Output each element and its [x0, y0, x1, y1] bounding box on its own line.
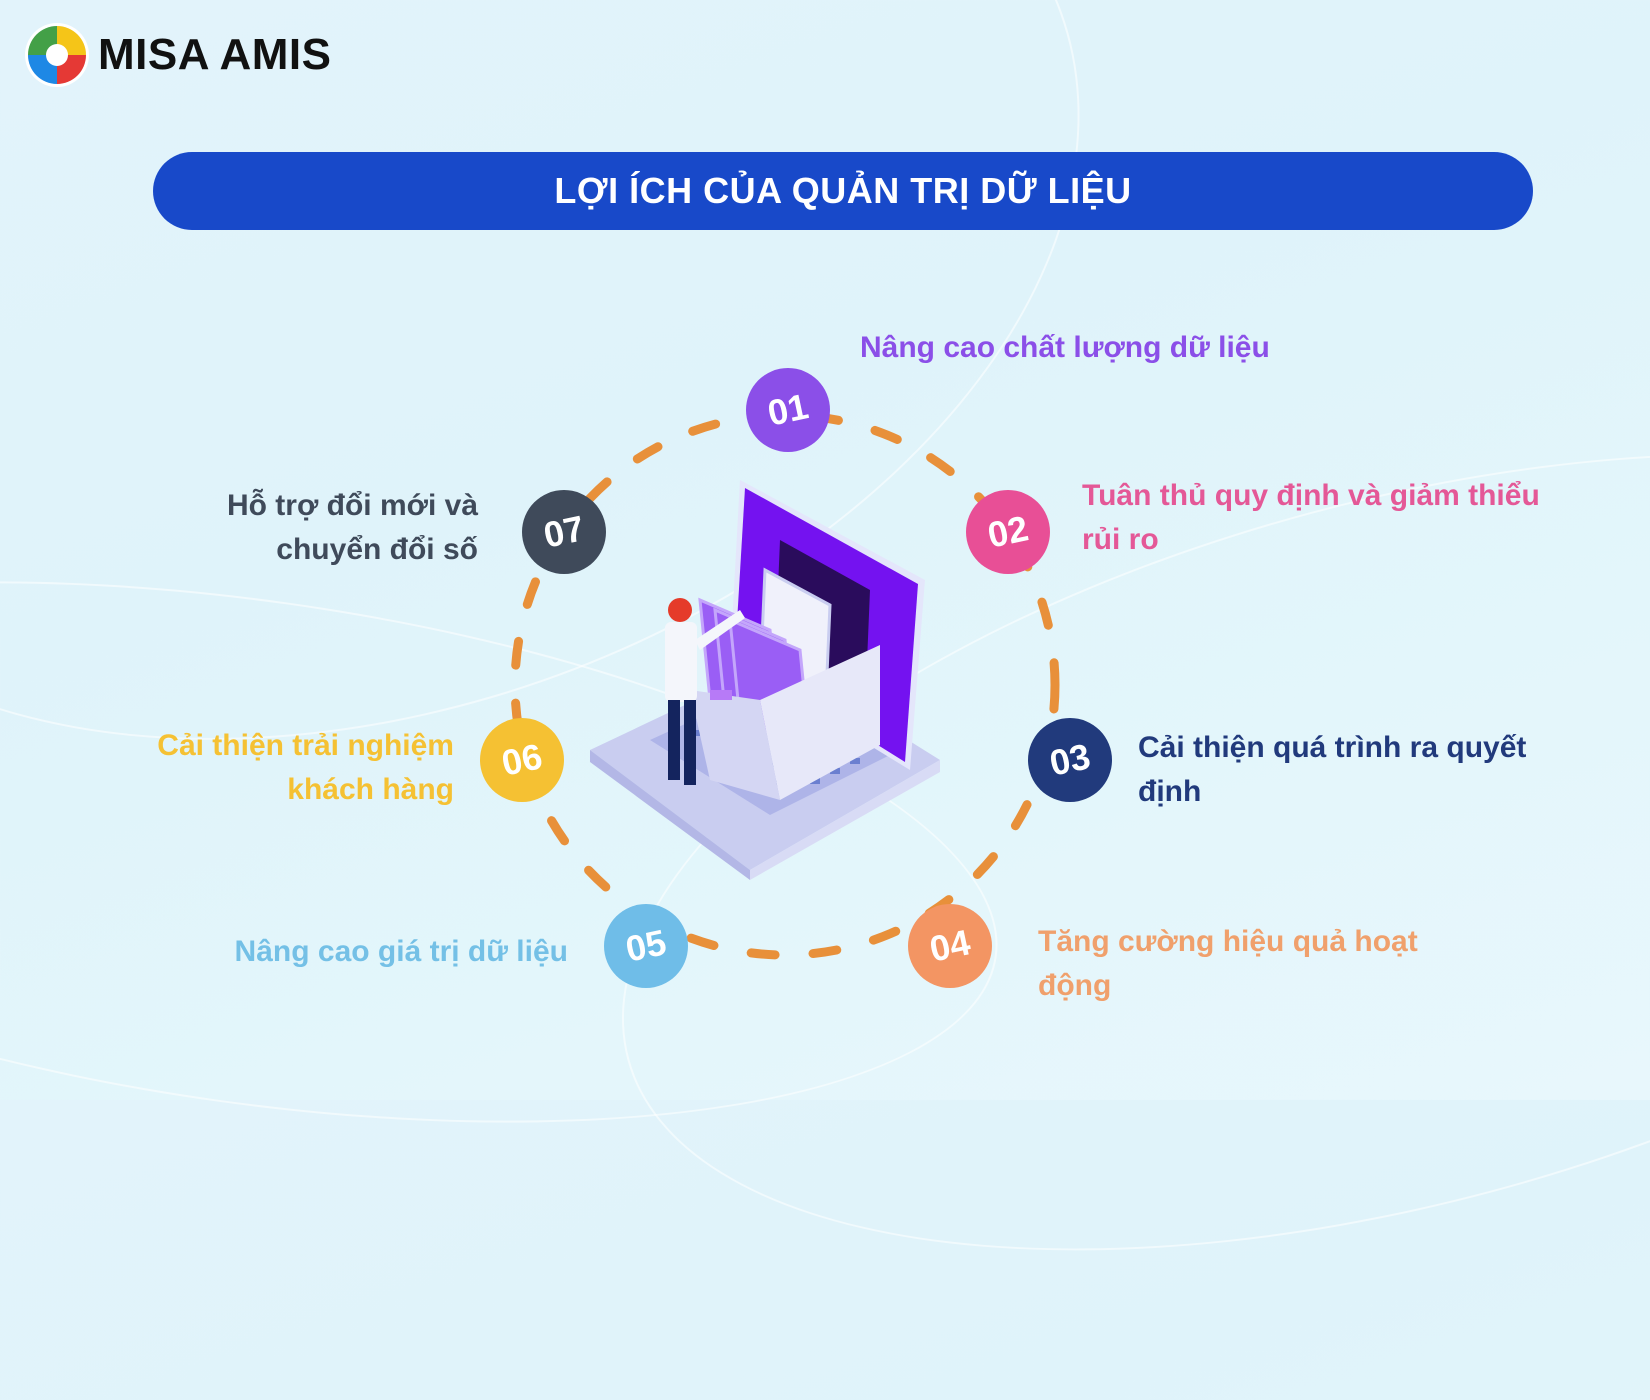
benefit-badge-02: 02 — [966, 490, 1050, 574]
benefit-label-03: Cải thiện quá trình ra quyết định — [1138, 726, 1526, 814]
benefit-label-05: Nâng cao giá trị dữ liệu — [235, 930, 568, 974]
title-banner: LỢI ÍCH CỦA QUẢN TRỊ DỮ LIỆU — [153, 152, 1533, 230]
dashed-ring — [510, 410, 1060, 960]
benefit-badge-03: 03 — [1028, 718, 1112, 802]
badge-number: 07 — [540, 507, 588, 556]
benefit-text-line1: Cải thiện trải nghiệm — [157, 729, 454, 762]
benefit-text-line2: khách hàng — [287, 773, 454, 806]
benefit-text-line1: Tăng cường hiệu quả hoạt — [1038, 925, 1418, 958]
benefit-badge-07: 07 — [522, 490, 606, 574]
benefit-text: Nâng cao chất lượng dữ liệu — [860, 331, 1270, 364]
benefit-text-line1: Cải thiện quá trình ra quyết — [1138, 731, 1527, 764]
benefit-badge-06: 06 — [480, 718, 564, 802]
benefit-label-07: Hỗ trợ đổi mới và chuyển đổi số — [227, 484, 478, 572]
badge-number: 02 — [984, 507, 1032, 556]
benefit-label-04: Tăng cường hiệu quả hoạt động — [1038, 920, 1418, 1008]
misa-amis-logo-icon — [28, 26, 86, 84]
page-title: LỢI ÍCH CỦA QUẢN TRỊ DỮ LIỆU — [554, 170, 1132, 211]
badge-number: 01 — [764, 385, 812, 434]
benefit-text-line1: Tuân thủ quy định và giảm thiểu — [1082, 479, 1540, 512]
badge-number: 06 — [498, 735, 546, 784]
benefit-badge-01: 01 — [746, 368, 830, 452]
benefit-label-02: Tuân thủ quy định và giảm thiểu rủi ro — [1082, 474, 1540, 562]
benefit-text-line2: rủi ro — [1082, 523, 1159, 556]
badge-number: 05 — [622, 921, 670, 970]
benefit-text-line2: động — [1038, 969, 1112, 1002]
benefit-text-line2: chuyển đổi số — [276, 533, 478, 566]
benefit-label-01: Nâng cao chất lượng dữ liệu — [860, 326, 1270, 370]
benefit-badge-04: 04 — [908, 904, 992, 988]
benefit-text: Nâng cao giá trị dữ liệu — [234, 935, 568, 968]
benefit-text-line2: định — [1138, 775, 1202, 808]
badge-number: 03 — [1046, 735, 1094, 784]
laptop-filing-illustration — [590, 480, 940, 880]
benefit-label-06: Cải thiện trải nghiệm khách hàng — [157, 724, 454, 812]
brand-name: MISA AMIS — [98, 30, 332, 79]
benefit-text-line1: Hỗ trợ đổi mới và — [226, 489, 478, 522]
benefit-badge-05: 05 — [604, 904, 688, 988]
brand-logo: MISA AMIS — [28, 26, 331, 84]
badge-number: 04 — [926, 921, 974, 970]
